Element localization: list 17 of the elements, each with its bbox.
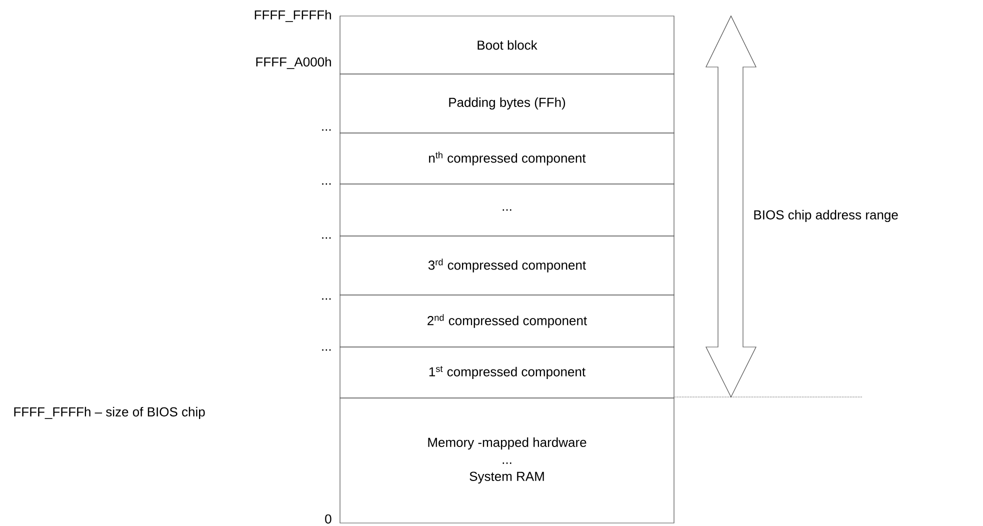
address-label: FFFF_A000h xyxy=(256,56,331,69)
address-label: FFFF_FFFFh xyxy=(254,10,331,22)
address-label: ... xyxy=(322,129,331,131)
memory-region: n$^{th}$ compressed component xyxy=(340,132,674,184)
memory-region: ... xyxy=(340,184,674,236)
address-label: FFFF_FFFFh – size of BIOS chip xyxy=(14,406,205,420)
address-label: ... xyxy=(322,349,331,351)
address-label: ... xyxy=(322,183,331,185)
memory-region: Memory -mapped hardware ... System RAM xyxy=(340,398,674,524)
memory-region: Padding bytes (FFh) xyxy=(340,74,674,134)
address-label: ... xyxy=(322,298,331,300)
address-label: ... xyxy=(322,237,331,239)
memory-region: 2$^{nd}$ compressed component xyxy=(340,294,674,348)
memory-region: 1$^{st}$ compressed component xyxy=(340,346,674,398)
memory-region: Boot block xyxy=(340,16,674,74)
address-label: BIOS chip address range xyxy=(754,210,898,222)
memory-region: 3$^{rd}$ compressed component xyxy=(340,236,674,296)
